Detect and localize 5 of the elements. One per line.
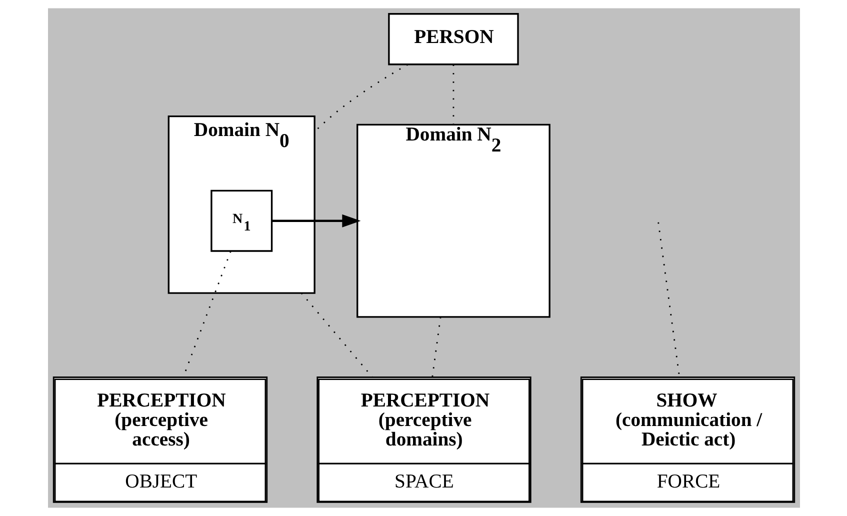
node-box: PERSON (388, 13, 518, 66)
connector (300, 292, 372, 378)
arrow (271, 214, 360, 228)
connector (657, 222, 680, 377)
connector (431, 316, 441, 378)
